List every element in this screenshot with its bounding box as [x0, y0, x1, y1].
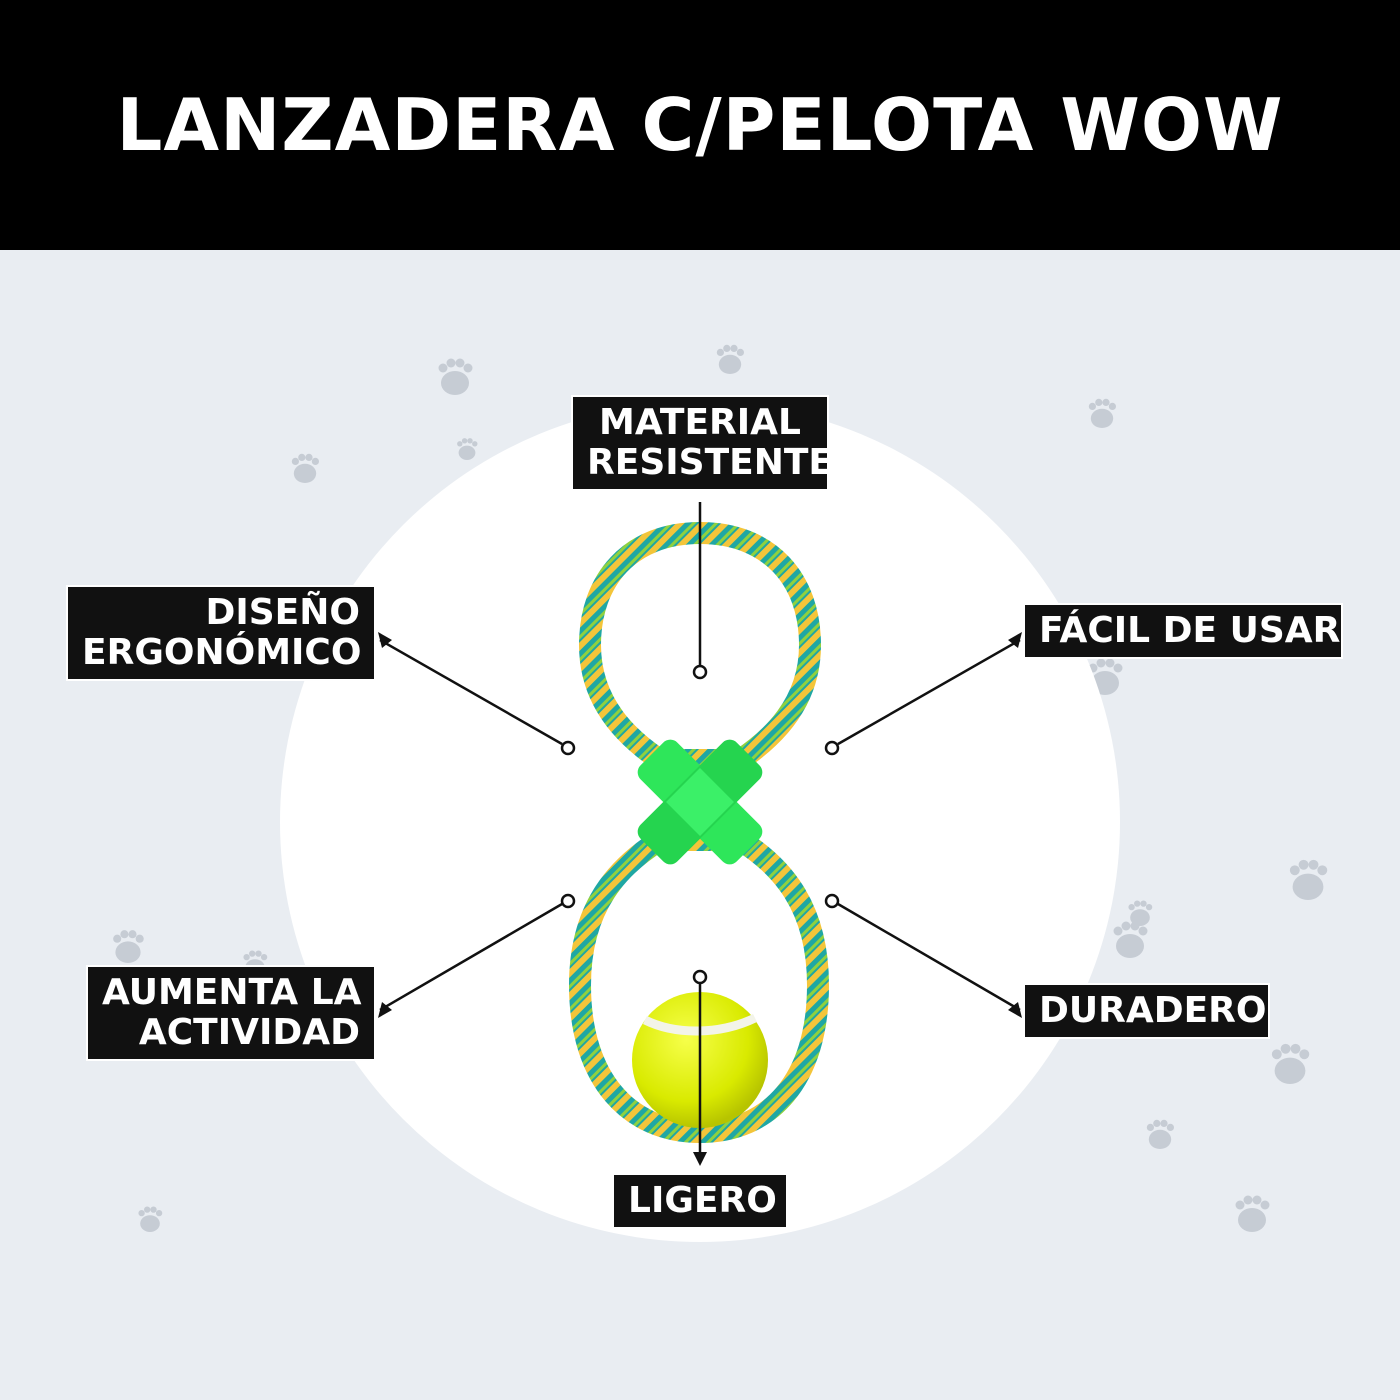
feature-label-design: DISEÑO ERGONÓMICO — [68, 587, 374, 679]
upper-rope-loop — [578, 521, 822, 771]
page-title: LANZADERA C/PELOTA WOW — [116, 83, 1284, 167]
x-connector-image — [637, 739, 763, 865]
arrow-heads — [378, 632, 1022, 1166]
paw-icon — [291, 453, 319, 483]
paw-icon — [1088, 398, 1116, 428]
label-text: MATERIAL — [599, 402, 801, 443]
paw-icon — [138, 1206, 163, 1232]
paw-icon — [1146, 1119, 1174, 1149]
paw-icon — [716, 344, 744, 374]
paw-icon — [438, 358, 473, 395]
feature-label-light: LIGERO — [614, 1175, 786, 1227]
label-text: ACTIVIDAD — [138, 1012, 360, 1053]
label-text: AUMENTA LA — [102, 972, 362, 1013]
feature-label-easy: FÁCIL DE USAR — [1025, 605, 1341, 657]
callout-lines — [379, 502, 1021, 1160]
paw-icon — [457, 438, 478, 460]
paw-icon — [1289, 859, 1328, 900]
paw-icon — [1271, 1043, 1310, 1084]
feature-label-activity: AUMENTA LA ACTIVIDAD — [88, 967, 374, 1059]
label-text: DURADERO — [1039, 990, 1267, 1031]
paw-icon — [1113, 921, 1148, 958]
paw-icon — [1235, 1195, 1270, 1232]
label-text: FÁCIL DE USAR — [1039, 610, 1341, 651]
header-bar: LANZADERA C/PELOTA WOW — [0, 0, 1400, 250]
feature-label-material: MATERIAL RESISTENTE — [573, 397, 833, 489]
feature-label-durable: DURADERO — [1025, 985, 1268, 1037]
label-text: LIGERO — [628, 1180, 777, 1221]
paw-icon — [113, 930, 144, 963]
label-text: DISEÑO — [205, 592, 360, 633]
label-text: ERGONÓMICO — [82, 632, 362, 673]
paw-icon — [1128, 900, 1153, 926]
label-text: RESISTENTE — [587, 442, 833, 483]
